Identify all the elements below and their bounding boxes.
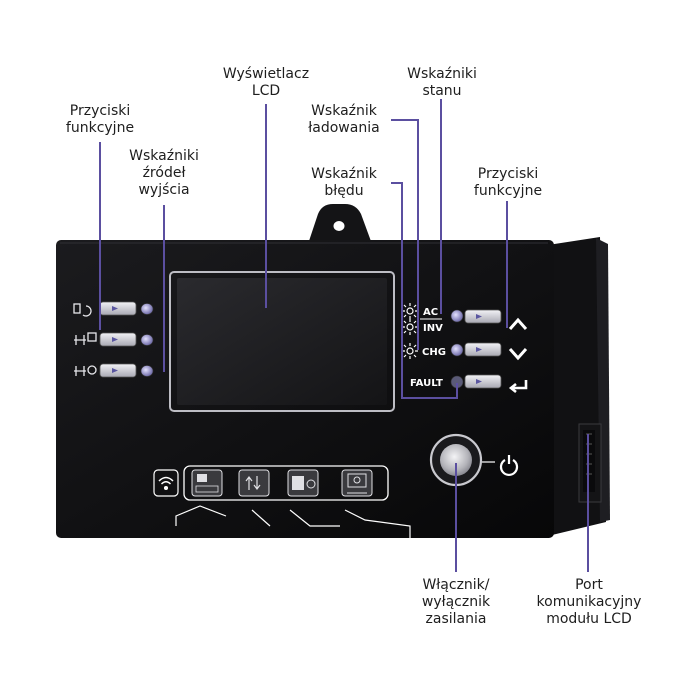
sun-icon: [402, 343, 418, 359]
arrow-down-icon: [508, 348, 528, 361]
battery-solar-icon: [191, 469, 223, 497]
lcd-communication-port: [578, 423, 602, 503]
output-led-3: [140, 365, 154, 377]
arrow-up-icon: [508, 317, 528, 330]
fault-indicator-label: Wskaźnik błędu: [311, 166, 377, 199]
icon-bar: [183, 465, 389, 501]
settings-icon: [341, 469, 373, 497]
function-buttons-right-label: Przyciski funkcyjne: [473, 166, 543, 199]
leader-lines: [99, 99, 589, 572]
fault-label: FAULT: [410, 378, 443, 389]
wifi-icon: [153, 469, 179, 497]
sun-icon: [402, 319, 418, 335]
output-source-indicators-label: Wskaźniki źródeł wyjścia: [129, 148, 199, 198]
sun-icon: [402, 303, 418, 319]
lcd-display-label: Wyświetlacz LCD: [222, 66, 310, 99]
function-buttons-left-label: Przyciski funkcyjne: [65, 103, 135, 136]
up-button[interactable]: [464, 309, 502, 324]
right-function-buttons[interactable]: [464, 309, 502, 389]
power-knob[interactable]: [429, 433, 483, 487]
inv-label: INV: [423, 323, 443, 334]
usb-icon: [238, 469, 270, 497]
lithium-battery-icon: [287, 469, 319, 497]
down-button[interactable]: [464, 342, 502, 357]
ac-label: AC: [423, 307, 438, 318]
status-led: [450, 309, 464, 323]
left-function-buttons[interactable]: [99, 301, 137, 378]
lcd-port-label: Port komunikacyjny modułu LCD: [536, 577, 642, 627]
left-button-1[interactable]: [99, 301, 137, 316]
lcd-display: [169, 271, 395, 412]
hanging-tab: [308, 204, 372, 244]
solar-grid-source-icon: [74, 365, 97, 376]
output-led-2: [140, 334, 154, 346]
enter-button[interactable]: [464, 374, 502, 389]
solar-battery-source-icon: [73, 303, 92, 317]
left-button-3[interactable]: [99, 363, 137, 378]
status-indicators-label: Wskaźniki stanu: [407, 66, 477, 99]
enter-icon: [508, 380, 528, 394]
output-led-1: [140, 303, 154, 315]
left-button-2[interactable]: [99, 332, 137, 347]
grid-source-icon: [74, 332, 97, 345]
icon-bar-brackets: [175, 505, 411, 540]
power-switch-label: Włącznik/ wyłącznik zasilania: [421, 577, 491, 627]
chg-label: CHG: [422, 347, 446, 358]
charging-led: [450, 343, 464, 357]
charging-indicator-label: Wskaźnik ładowania: [308, 103, 380, 136]
power-icon: [499, 455, 519, 477]
